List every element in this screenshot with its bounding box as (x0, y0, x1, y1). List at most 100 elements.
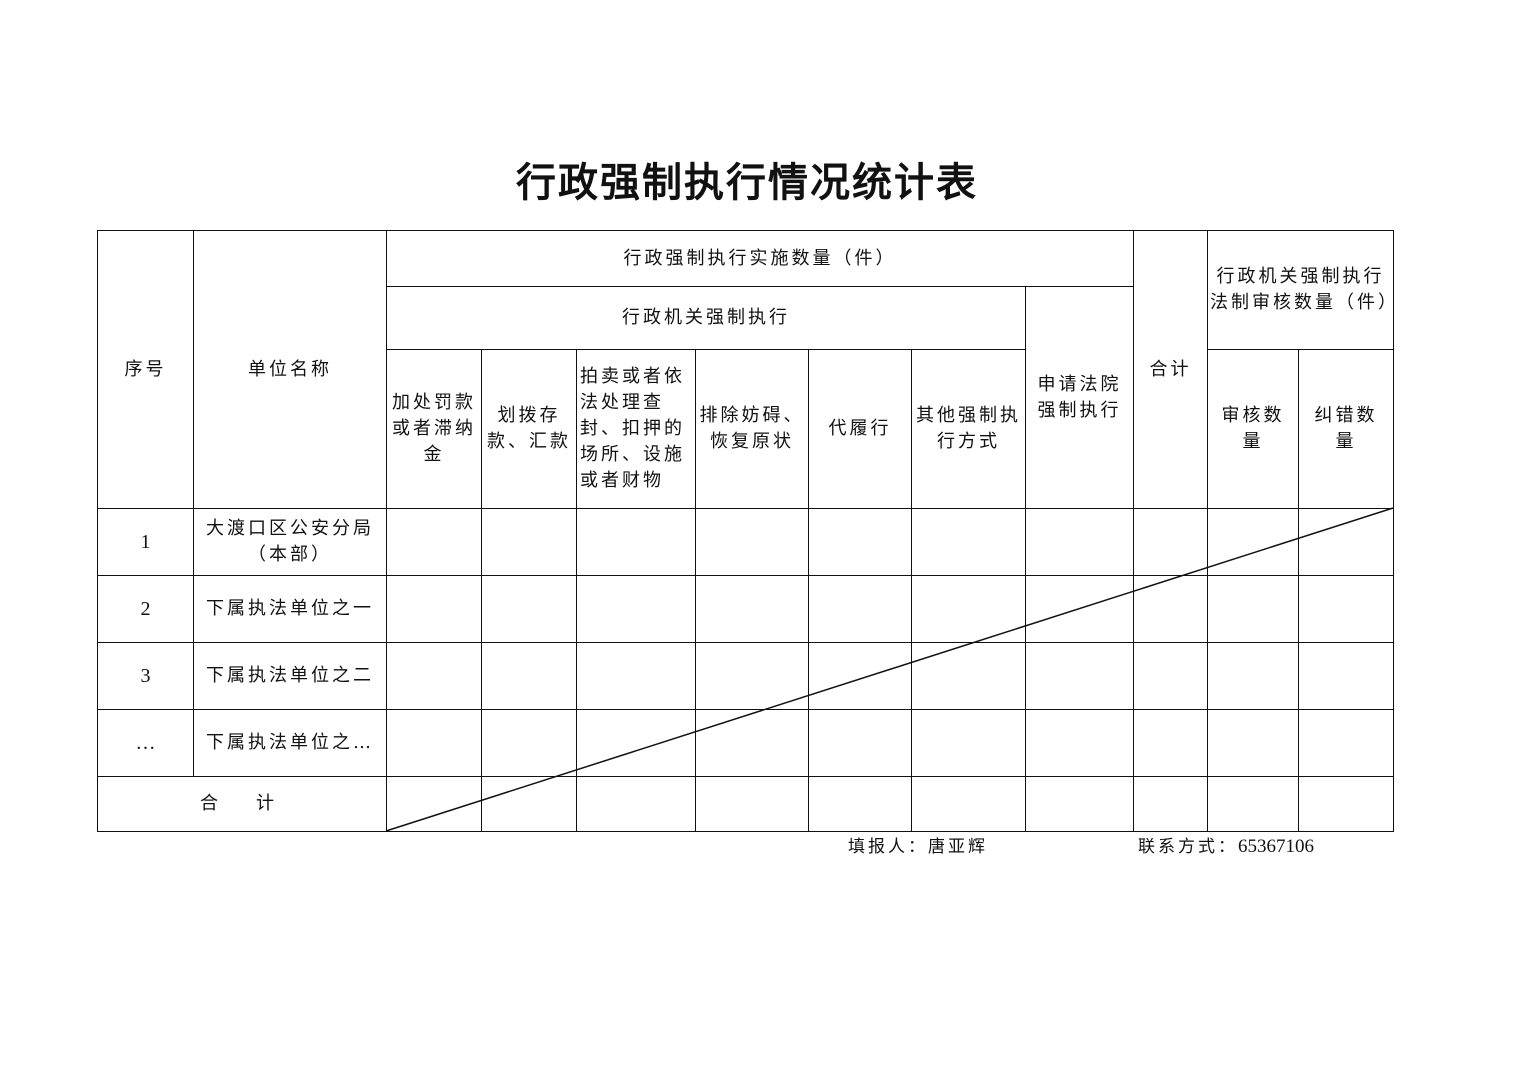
table-cell (576, 575, 696, 643)
header-seq: 序号 (97, 230, 194, 509)
total-row-label-text: 合 计 (200, 793, 284, 814)
table-cell (695, 642, 809, 710)
header-agency-group: 行政机关强制执行 (386, 286, 1026, 350)
table-cell (1025, 508, 1134, 576)
table-cell (695, 508, 809, 576)
filler-label: 填报人： (848, 837, 928, 857)
header-unit: 单位名称 (193, 230, 387, 509)
table-cell (1133, 575, 1208, 643)
header-court: 申请法院强制执行 (1025, 286, 1134, 509)
row-unit-name-text: 下属执法单位之… (206, 732, 374, 753)
table-cell (576, 642, 696, 710)
table-cell (481, 575, 577, 643)
header-court-label: 申请法院强制执行 (1037, 373, 1122, 421)
table-cell (911, 508, 1026, 576)
row-seq: 1 (97, 508, 194, 576)
header-subcol-text: 代履行 (828, 418, 892, 439)
row-seq: 2 (97, 575, 194, 643)
table-cell (386, 709, 482, 777)
table-cell (1207, 575, 1299, 643)
filler-name: 唐亚辉 (928, 837, 988, 857)
header-subcol-text: 其他强制执行方式 (916, 405, 1021, 452)
row-unit-name-text: 下属执法单位之一 (206, 598, 374, 619)
row-unit-name-text: 大渡口区公安分局（本部） (206, 518, 374, 565)
header-review-col: 审核数量 (1207, 349, 1299, 509)
table-cell (695, 709, 809, 777)
table-cell (576, 709, 696, 777)
table-cell (1298, 508, 1394, 576)
header-review-label: 行政机关强制执行法制审核数量（件） (1210, 266, 1399, 313)
total-row-label: 合 计 (97, 776, 387, 832)
total-cell (911, 776, 1026, 832)
header-subcol: 拍卖或者依法处理查封、扣押的场所、设施或者财物 (576, 349, 696, 509)
total-cell (1133, 776, 1208, 832)
table-cell (808, 508, 912, 576)
row-unit-name: 下属执法单位之二 (193, 642, 387, 710)
table-cell (1207, 508, 1299, 576)
table-cell (1133, 709, 1208, 777)
total-cell (808, 776, 912, 832)
table-cell (481, 709, 577, 777)
table-cell (808, 575, 912, 643)
total-cell (695, 776, 809, 832)
total-cell (576, 776, 696, 832)
row-seq: 3 (97, 642, 194, 710)
row-seq-text: … (135, 732, 156, 754)
table-cell (1207, 709, 1299, 777)
table-cell (1298, 709, 1394, 777)
row-seq: … (97, 709, 194, 777)
header-subcol-text: 划拨存款、汇款 (487, 405, 571, 452)
header-seq-label: 序号 (124, 358, 167, 380)
header-subcol: 其他强制执行方式 (911, 349, 1026, 509)
header-total: 合计 (1133, 230, 1208, 509)
table-cell (1133, 508, 1208, 576)
header-subcol-text: 加处罚款或者滞纳金 (392, 392, 476, 465)
header-subcol-text: 拍卖或者依法处理查封、扣押的场所、设施或者财物 (580, 366, 685, 491)
row-unit-name: 下属执法单位之一 (193, 575, 387, 643)
header-total-label: 合计 (1149, 358, 1192, 380)
header-implementation-group: 行政强制执行实施数量（件） (386, 230, 1134, 287)
total-cell (1025, 776, 1134, 832)
table-cell (911, 709, 1026, 777)
header-review-col: 纠错数量 (1298, 349, 1394, 509)
filler-info: 填报人：唐亚辉 (848, 832, 988, 857)
header-subcol: 排除妨碍、恢复原状 (695, 349, 809, 509)
table-cell (1133, 642, 1208, 710)
header-subcol: 划拨存款、汇款 (481, 349, 577, 509)
table-cell (1298, 642, 1394, 710)
row-seq-text: 3 (140, 665, 151, 687)
header-subcol: 加处罚款或者滞纳金 (386, 349, 482, 509)
table-cell (1025, 575, 1134, 643)
header-subcol: 代履行 (808, 349, 912, 509)
table-cell (1298, 575, 1394, 643)
row-seq-text: 2 (140, 598, 151, 620)
total-cell (1207, 776, 1299, 832)
table-cell (386, 642, 482, 710)
header-review-group: 行政机关强制执行法制审核数量（件） (1207, 230, 1399, 350)
table-cell (481, 642, 577, 710)
table-cell (808, 642, 912, 710)
header-unit-label: 单位名称 (248, 358, 332, 380)
header-review-col-text: 审核数量 (1221, 405, 1285, 452)
header-subcol-text: 排除妨碍、恢复原状 (699, 405, 805, 452)
table-cell (386, 575, 482, 643)
table-cell (576, 508, 696, 576)
table-cell (386, 508, 482, 576)
row-unit-name-text: 下属执法单位之二 (206, 665, 374, 686)
header-review-col-text: 纠错数量 (1314, 405, 1378, 452)
row-seq-text: 1 (140, 531, 151, 553)
total-cell (481, 776, 577, 832)
table-cell (1207, 642, 1299, 710)
header-agency-label: 行政机关强制执行 (622, 307, 790, 328)
table-cell (911, 642, 1026, 710)
total-cell (1298, 776, 1394, 832)
table-cell (1025, 709, 1134, 777)
table-cell (1025, 642, 1134, 710)
row-unit-name: 下属执法单位之… (193, 709, 387, 777)
contact-label: 联系方式： (1138, 837, 1238, 857)
header-implementation-label: 行政强制执行实施数量（件） (623, 247, 897, 269)
contact-value: 65367106 (1238, 836, 1314, 857)
total-cell (386, 776, 482, 832)
table-cell (481, 508, 577, 576)
table-cell (911, 575, 1026, 643)
